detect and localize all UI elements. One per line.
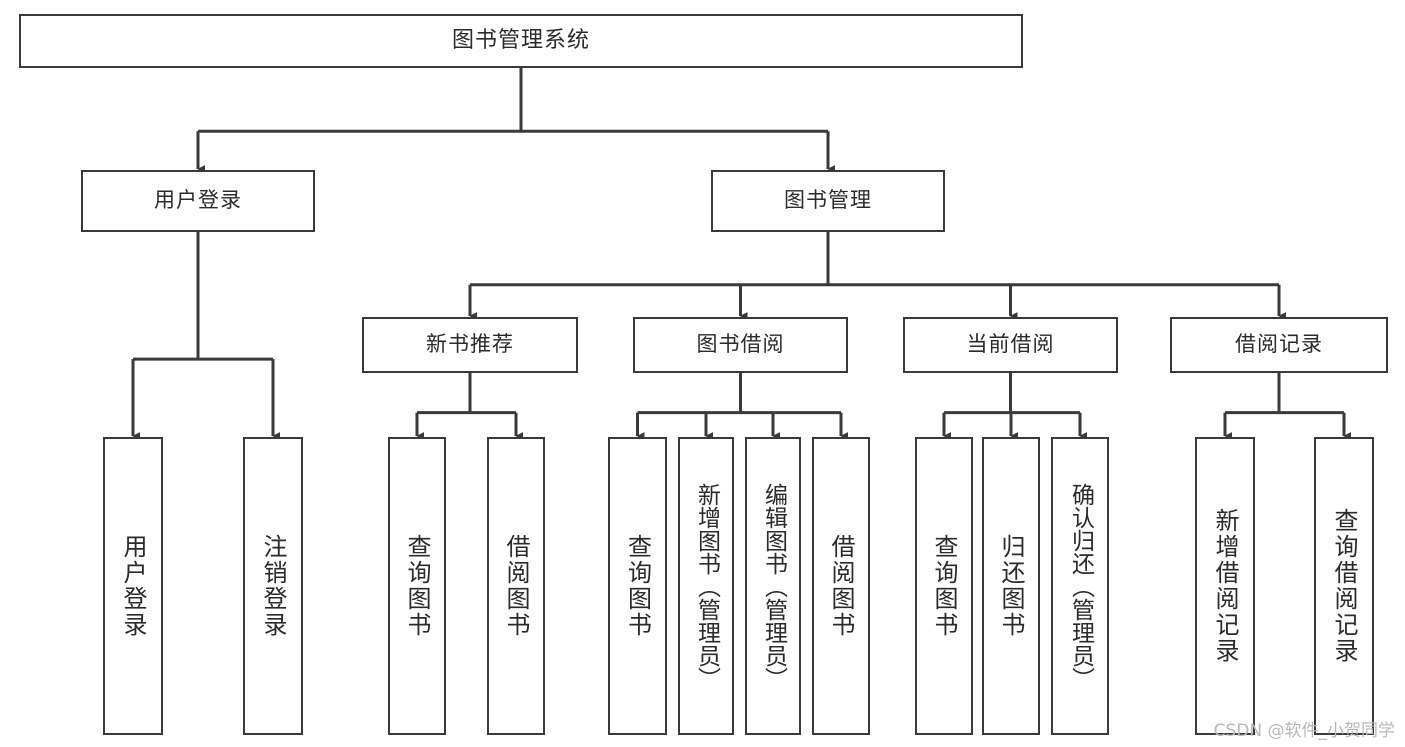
node-borrow-record[interactable]: 借阅记录 xyxy=(1170,317,1388,373)
node-leaf-user-login[interactable]: 用户登录 xyxy=(103,437,163,735)
node-leaf-borrow-book-1-label: 借阅图书 xyxy=(502,534,530,638)
node-current-borrow[interactable]: 当前借阅 xyxy=(903,317,1118,373)
node-leaf-add-borrow-record[interactable]: 新增借阅记录 xyxy=(1195,437,1255,735)
node-leaf-logout[interactable]: 注销登录 xyxy=(243,437,303,735)
node-leaf-edit-book-admin-label: 编辑图书（管理员） xyxy=(760,482,787,690)
node-leaf-query-book-1-label: 查询图书 xyxy=(403,534,431,638)
node-leaf-query-book-2-label: 查询图书 xyxy=(623,534,652,638)
node-book-manage-label: 图书管理 xyxy=(784,188,872,213)
node-leaf-return-book[interactable]: 归还图书 xyxy=(982,437,1040,735)
node-book-borrow-label: 图书借阅 xyxy=(696,332,785,357)
node-leaf-borrow-book-1[interactable]: 借阅图书 xyxy=(487,437,545,735)
node-leaf-add-book-admin[interactable]: 新增图书（管理员） xyxy=(678,437,734,735)
node-root[interactable]: 图书管理系统 xyxy=(19,14,1023,68)
node-leaf-query-book-3-label: 查询图书 xyxy=(930,534,958,638)
node-leaf-borrow-book-2[interactable]: 借阅图书 xyxy=(812,437,870,735)
node-leaf-add-borrow-record-label: 新增借阅记录 xyxy=(1211,508,1239,664)
node-new-book-recommend[interactable]: 新书推荐 xyxy=(362,317,578,373)
node-book-borrow[interactable]: 图书借阅 xyxy=(633,317,848,373)
node-leaf-edit-book-admin[interactable]: 编辑图书（管理员） xyxy=(745,437,801,735)
node-leaf-add-book-admin-label: 新增图书（管理员） xyxy=(693,482,720,690)
node-current-borrow-label: 当前借阅 xyxy=(966,332,1055,357)
node-leaf-query-book-2[interactable]: 查询图书 xyxy=(608,437,667,735)
node-leaf-logout-label: 注销登录 xyxy=(259,534,287,638)
node-leaf-query-book-3[interactable]: 查询图书 xyxy=(915,437,973,735)
node-leaf-query-borrow-record[interactable]: 查询借阅记录 xyxy=(1314,437,1374,735)
node-leaf-query-book-1[interactable]: 查询图书 xyxy=(388,437,446,735)
node-leaf-return-book-label: 归还图书 xyxy=(997,534,1025,638)
node-leaf-confirm-return-admin[interactable]: 确认归还（管理员） xyxy=(1051,437,1109,735)
node-user-login-label: 用户登录 xyxy=(154,188,242,213)
node-new-book-recommend-label: 新书推荐 xyxy=(426,332,514,357)
node-leaf-query-borrow-record-label: 查询借阅记录 xyxy=(1330,508,1358,664)
node-leaf-borrow-book-2-label: 借阅图书 xyxy=(827,534,855,638)
node-root-label: 图书管理系统 xyxy=(451,27,590,53)
node-leaf-user-login-label: 用户登录 xyxy=(119,534,147,638)
node-borrow-record-label: 借阅记录 xyxy=(1235,332,1323,357)
node-leaf-confirm-return-admin-label: 确认归还（管理员） xyxy=(1067,482,1094,690)
node-user-login[interactable]: 用户登录 xyxy=(81,170,315,232)
node-book-manage[interactable]: 图书管理 xyxy=(711,170,945,232)
watermark-text: CSDN @软件_小贺同学 xyxy=(1213,721,1395,741)
